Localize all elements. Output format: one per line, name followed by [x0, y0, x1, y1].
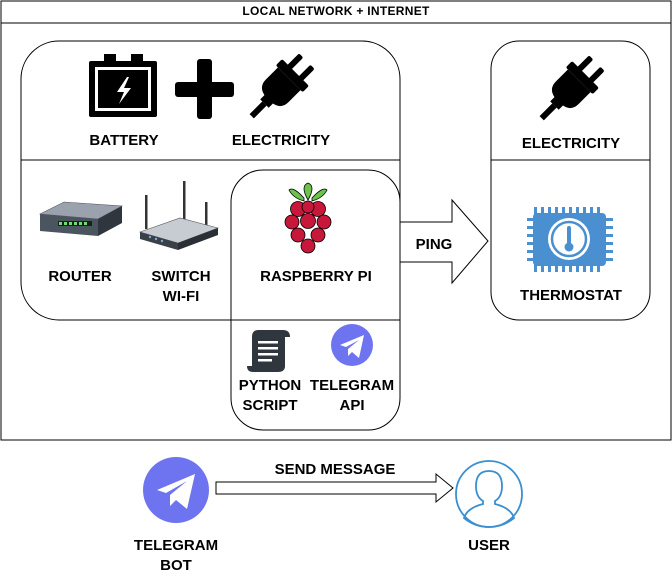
telegram-bot-label: TELEGRAM BOT [133, 537, 219, 574]
ping-label: PING [415, 236, 453, 253]
network-title: LOCAL NETWORK + INTERNET [242, 4, 430, 18]
router-icon [38, 201, 124, 236]
send-message-label: SEND MESSAGE [274, 461, 396, 478]
user-label: USER [468, 537, 510, 554]
telegram-api-label: TELEGRAM API [309, 377, 395, 414]
thermostat-electricity-label: ELECTRICITY [521, 135, 621, 152]
thermostat-plug-icon [539, 56, 604, 121]
power-devices-container [20, 40, 401, 321]
thermostat-container [490, 40, 651, 321]
raspberry-pi-label: RASPBERRY PI [260, 268, 372, 285]
send-message-arrow [215, 472, 454, 504]
telegram-bot-icon [143, 457, 209, 523]
python-script-label: PYTHON SCRIPT [238, 377, 302, 414]
router-label: ROUTER [48, 268, 112, 285]
ping-arrow [399, 198, 489, 285]
plug-icon [249, 54, 314, 119]
battery-icon [89, 54, 157, 117]
wifi-switch-icon [139, 181, 219, 250]
electricity-label: ELECTRICITY [231, 132, 331, 149]
switch-wifi-label: SWITCH WI-FI [151, 268, 211, 305]
thermostat-icon [527, 207, 613, 272]
raspberry-pi-icon [284, 182, 332, 254]
network-frame [0, 0, 672, 441]
battery-label: BATTERY [89, 132, 159, 149]
thermostat-label: THERMOSTAT [520, 287, 622, 304]
telegram-api-icon [331, 324, 373, 366]
user-icon [455, 460, 523, 528]
plus-icon [175, 59, 234, 119]
script-scroll-icon [247, 330, 290, 372]
